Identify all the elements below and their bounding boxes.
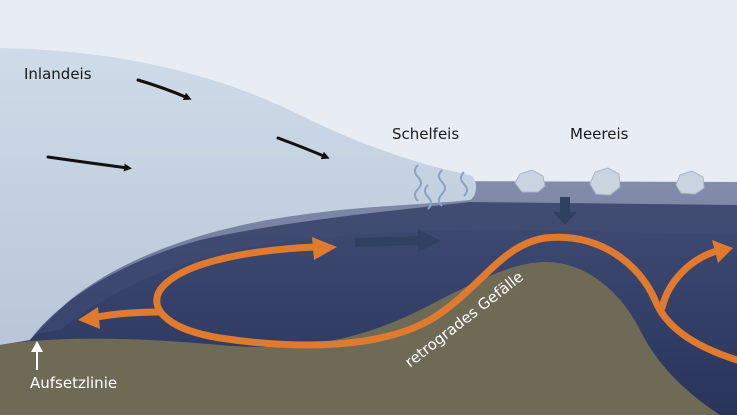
melt-wave [414, 164, 422, 202]
label-sea-ice: Meereis [570, 125, 629, 143]
label-ice-shelf: Schelfeis [392, 125, 459, 143]
water-flow-arrows [355, 197, 577, 252]
ice-flow-arrow [276, 136, 330, 160]
warm-current-arrowhead [712, 240, 733, 263]
warm-current-arrowhead [78, 307, 100, 329]
ice-flow-arrows [46, 78, 330, 172]
ice-flow-arrow [136, 78, 192, 101]
melt-wave [460, 171, 468, 197]
warm-current-rise [658, 246, 724, 312]
sea-ice-floe [514, 169, 546, 193]
melt-wave [424, 184, 432, 210]
warm-current-loop [153, 233, 737, 364]
sea-ice-floe [675, 170, 705, 195]
melt-wave [438, 169, 446, 207]
label-grounding-line: Aufsetzlinie [30, 374, 117, 392]
sea-ice-floe [589, 167, 621, 196]
melt-waves [414, 164, 468, 210]
inland-ice-sheet [0, 48, 476, 345]
warm-current-heads [78, 237, 733, 329]
downwelling-arrow [553, 197, 577, 225]
warm-current-arrowhead [312, 237, 337, 260]
ice-flow-arrow [46, 155, 132, 172]
grounding-line-marker [31, 341, 43, 370]
label-inland-ice: Inlandeis [24, 65, 92, 83]
outflow-arrow [355, 229, 441, 252]
sea-ice-floes [514, 167, 705, 196]
up-arrow-icon [31, 341, 43, 352]
